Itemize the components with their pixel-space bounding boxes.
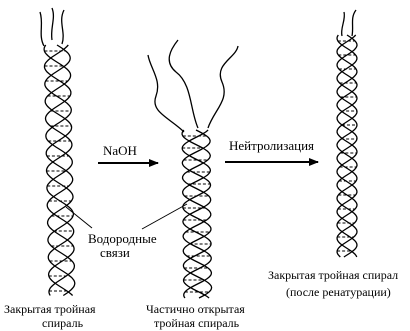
naoh-label: NaOH	[103, 143, 137, 158]
hydrogen-bonds-label-2: связи	[100, 245, 130, 260]
helix-strand	[44, 45, 75, 296]
bond-pointer-right	[142, 204, 187, 229]
helix-strand	[182, 130, 211, 298]
helix-3-caption-2: (после ренатурации)	[286, 285, 391, 299]
helix-strand	[45, 45, 75, 296]
open-strand-end	[169, 40, 198, 128]
helix-1-caption-2: спираль	[42, 316, 84, 330]
strand-end	[352, 10, 356, 36]
strand-end	[342, 12, 345, 36]
hydrogen-bonds-label: Водородные	[88, 231, 157, 246]
helix-strand	[182, 130, 212, 298]
helix-strand	[182, 130, 211, 298]
partially-open-triple-helix	[148, 40, 238, 298]
helix-1-caption: Закрытая тройная	[4, 302, 96, 316]
helix-2-caption: Частично открытая	[146, 302, 245, 316]
open-strand-end	[208, 46, 238, 128]
strand-end	[40, 12, 44, 46]
helix-3-caption: Закрытая тройная спирал	[268, 268, 398, 282]
open-strand-end	[148, 55, 184, 132]
strand-end	[62, 10, 64, 44]
helix-2-caption-2: тройная спираль	[154, 316, 240, 330]
neutralization-label: Нейтролизация	[229, 138, 314, 153]
renatured-triple-helix	[337, 10, 357, 257]
closed-triple-helix	[40, 8, 75, 296]
strand-end	[52, 8, 54, 40]
